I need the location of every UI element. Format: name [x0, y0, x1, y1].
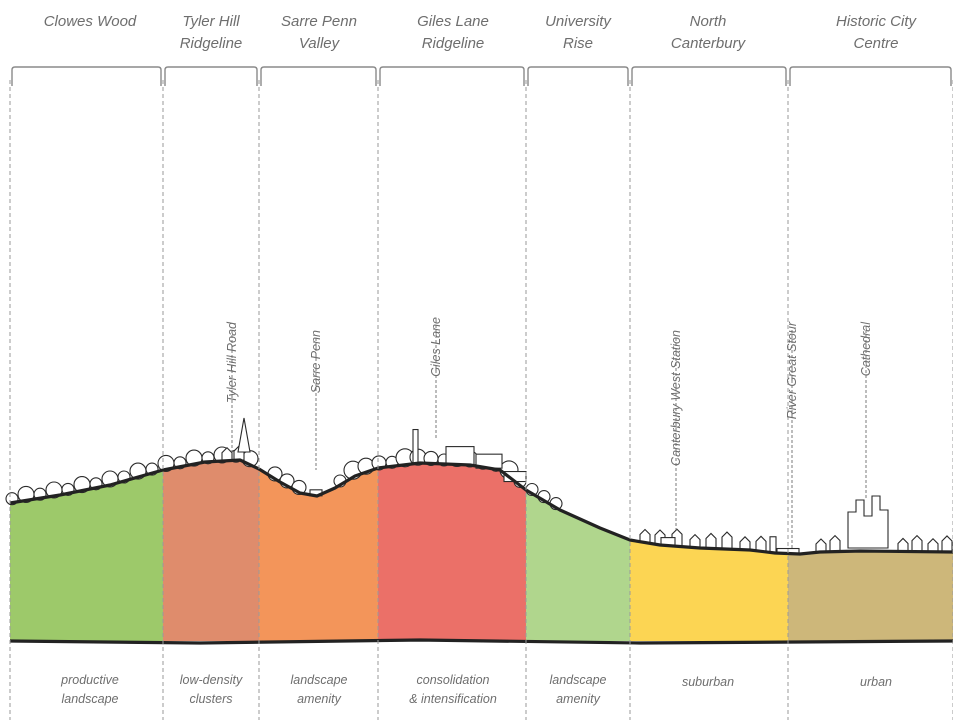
zone-fill-north-canterbury: [630, 540, 788, 641]
zone-bracket-clowes-wood: [11, 66, 162, 86]
zone-title-line: Rise: [563, 35, 593, 52]
character-label-sarre-penn-valley: landscape amenity: [291, 673, 348, 706]
zone-title-line: Ridgeline: [422, 35, 485, 52]
zone-fill-tyler-hill-ridgeline: [163, 460, 259, 641]
zone-title-line: North: [690, 13, 727, 30]
building: [829, 534, 841, 553]
zone-bracket-north-canterbury: [631, 66, 787, 86]
building: [897, 537, 909, 553]
character-label-clowes-wood: productive landscape: [60, 673, 119, 706]
character-label-line: productive: [60, 673, 119, 687]
zone-dividers: [9, 80, 953, 720]
zone-title-line: Canterbury: [671, 35, 747, 52]
character-label-line: clusters: [189, 692, 232, 706]
zone-title-line: University: [545, 13, 612, 30]
zone-fill-giles-lane-ridgeline: [378, 463, 526, 641]
zone-fill-historic-city-centre: [788, 551, 953, 641]
building: [445, 446, 475, 466]
zone-title-line: Valley: [299, 35, 341, 52]
building: [769, 536, 777, 554]
zone-fill-university-rise: [526, 490, 630, 641]
zone-title-line: Tyler Hill: [182, 13, 240, 30]
zone-title-line: Sarre Penn: [281, 13, 357, 30]
building: [941, 535, 953, 553]
zone-brackets: [11, 66, 952, 86]
character-label-historic-city-centre: urban: [860, 675, 892, 689]
buildings: [221, 417, 953, 555]
cathedral-building: [847, 495, 889, 549]
zone-fill-clowes-wood: [10, 470, 163, 641]
landmark-leaders: [231, 325, 867, 548]
building: [911, 534, 923, 553]
character-label-line: suburban: [682, 675, 734, 689]
character-label-line: urban: [860, 675, 892, 689]
zone-title-line: Ridgeline: [180, 35, 243, 52]
zone-bracket-giles-lane-ridgeline: [379, 66, 525, 86]
character-label-tyler-hill-ridgeline: low-density clusters: [180, 673, 243, 706]
building: [815, 538, 827, 553]
landmark-label-cathedral: Cathedral: [859, 321, 873, 376]
zone-title-line: Centre: [853, 35, 898, 52]
character-label-line: landscape: [291, 673, 348, 687]
building: [755, 535, 767, 552]
character-label-university-rise: landscape amenity: [550, 673, 607, 706]
landmark-label-giles-lane: Giles Lane: [429, 317, 443, 377]
landmark-label-river-great-stour: River Great Stour: [785, 321, 799, 419]
character-label-line: consolidation: [417, 673, 490, 687]
zone-title-line: Giles Lane: [417, 13, 489, 30]
zone-bracket-sarre-penn-valley: [260, 66, 377, 86]
building: [721, 531, 733, 550]
ground-base-line: [9, 638, 953, 645]
building: [412, 428, 419, 465]
landmark-label-tyler-hill-road: Tyler Hill Road: [225, 321, 239, 403]
zone-title-line: Clowes Wood: [44, 13, 137, 30]
character-label-line: landscape: [62, 692, 119, 706]
zone-bracket-historic-city-centre: [789, 66, 952, 86]
building: [705, 532, 717, 549]
character-label-line: & intensification: [409, 692, 497, 706]
building: [927, 538, 939, 553]
landmark-label-canterbury-west-station: Canterbury West Station: [669, 330, 683, 466]
character-label-line: amenity: [297, 692, 342, 706]
zone-title-clowes-wood: Clowes Wood: [44, 13, 137, 30]
zone-bracket-tyler-hill-ridgeline: [164, 66, 258, 86]
character-label-giles-lane-ridgeline: consolidation & intensification: [409, 673, 497, 706]
character-label-line: low-density: [180, 673, 243, 687]
church-spire: [237, 417, 251, 453]
character-labels: productive landscape low-density clusters la…: [60, 673, 892, 706]
landmark-label-sarre-penn: Sarre Penn: [309, 330, 323, 393]
building: [689, 533, 701, 549]
landmark-labels: Tyler Hill Road Sarre Penn Giles Lane Cante…: [225, 317, 873, 466]
zone-title-line: Historic City: [836, 13, 918, 30]
building: [739, 536, 751, 551]
character-label-line: landscape: [550, 673, 607, 687]
terrain-profile-line: [9, 458, 953, 556]
zone-fill-sarre-penn-valley: [259, 468, 378, 641]
zone-fills: [10, 460, 953, 641]
character-label-line: amenity: [556, 692, 601, 706]
zone-bracket-university-rise: [527, 66, 629, 86]
character-label-north-canterbury: suburban: [682, 675, 734, 689]
